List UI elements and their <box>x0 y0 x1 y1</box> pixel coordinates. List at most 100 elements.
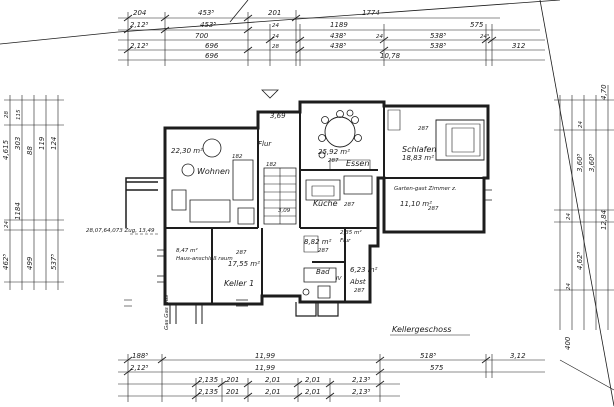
label-top-area: 3,69 <box>270 112 286 120</box>
dim-right-1: 4,70 <box>600 84 608 100</box>
dim-top-r3-4: 24 <box>376 34 383 40</box>
dim-top-r2-4: 1189 <box>330 21 348 29</box>
label-essen: Essen <box>346 159 369 168</box>
label-kueche: Küche <box>313 199 338 208</box>
light-wells <box>169 302 339 324</box>
code-essen: 287 <box>328 158 339 164</box>
dim-top-r1-2: 453⁵ <box>198 9 214 17</box>
area-keller1: 17,55 m² <box>228 260 260 268</box>
top-dimension-chains: 204 453⁵ 201 1774 2,12⁵ 453⁵ 24 1189 575… <box>118 9 545 66</box>
dim-right-3: 3,60⁵ <box>576 153 584 172</box>
area-wintergarten: 11,10 m² <box>400 200 432 208</box>
code-schlafen: 287 <box>418 126 429 132</box>
dim-top-r3-2: 24 <box>272 34 279 40</box>
dim-bot-r4-2: 201 <box>226 388 239 396</box>
dim-top-r4-1: 2,12⁵ <box>130 42 149 50</box>
dim-bot-r1-4: 3,12 <box>510 352 526 360</box>
extra-flur-bottom: 2,35 m² <box>340 229 362 236</box>
dim-left-4: 119 <box>38 136 46 150</box>
dim-top-r1-3: 201 <box>268 9 281 17</box>
area-schlafen: 18,83 m² <box>402 154 434 162</box>
dim-left-3: 88 <box>26 146 34 155</box>
dim-bot-r2-2: 11,99 <box>255 352 276 360</box>
dim-bot-r1-1: 188⁵ <box>132 352 148 360</box>
dim-left-10: 462⁵ <box>2 254 10 270</box>
area-wohnen: 22,30 m² <box>171 147 203 155</box>
dim-top-r2-1: 2,12⁵ <box>130 21 149 29</box>
code-flur-bottom: 287 <box>318 248 329 254</box>
label-keller1: Keller 1 <box>224 279 254 288</box>
label-hausanschluss: Haus-anschluß raum <box>176 256 233 262</box>
code-wohnen: 182 <box>232 154 243 160</box>
label-wintergarten: Garten-gast Zimmer z. <box>394 186 457 192</box>
dim-top-r3-6: 24⁵ <box>480 33 489 40</box>
note-bottom: Gas Gas Gas <box>164 295 170 330</box>
right-dimension-chains: 4,70 24 3,60⁵ 3,60⁵ 4,62⁵ 24 12,84 24 40… <box>554 84 614 350</box>
dim-bot-r2-3: 575 <box>430 364 444 372</box>
bottom-dimension-chains: 188⁵ 11,99 518⁵ 3,12 2,12⁵ 11,99 575 2,1… <box>118 352 545 402</box>
dim-top-r3-5: 538⁵ <box>430 32 446 40</box>
dim-top-r3-7: 312 <box>512 42 526 50</box>
dim-left-12: 537⁵ <box>50 254 58 270</box>
dim-left-2: 303 <box>14 137 22 150</box>
dim-top-r5-1: 696 <box>205 52 219 60</box>
code-abst: 287 <box>354 288 365 294</box>
code-keller1: 287 <box>236 250 247 256</box>
dim-bot-r3-3: 2,01 <box>265 376 281 384</box>
dim-top-r2-5: 575 <box>470 21 484 29</box>
dim-top-r3-1: 700 <box>195 32 209 40</box>
dim-bot-r1-2: 11,99 <box>255 364 276 372</box>
staircase <box>263 167 297 225</box>
dim-left-7: 115 <box>16 109 22 120</box>
code-bad: IV <box>336 276 343 282</box>
furniture-schlafen <box>387 109 485 161</box>
dim-bot-r4-3: 2,01 <box>265 388 281 396</box>
furniture-bad <box>302 235 337 299</box>
dim-bot-r4-4: 2,01 <box>305 388 321 396</box>
plan-title: Kellergeschoss <box>392 325 451 334</box>
area-essen: 25,92 m² <box>318 148 350 156</box>
dim-right-7: 12,84 <box>600 210 608 230</box>
left-dimension-chains: 4,615 303 88 119 124 28 115 24 1184 462⁵… <box>2 95 64 290</box>
furniture-essen <box>318 109 362 159</box>
label-bad: Bad <box>316 268 330 276</box>
dim-bot-r4-5: 2,13⁵ <box>352 388 371 396</box>
code-wintergarten: 287 <box>428 206 439 212</box>
dim-bot-r1-3: 518⁵ <box>420 352 436 360</box>
area-hausanschluss: 8,47 m² <box>176 247 198 254</box>
dim-left-5: 124 <box>50 137 58 150</box>
dim-right-4: 3,60⁵ <box>588 153 596 172</box>
dim-right-2: 24 <box>578 121 584 128</box>
dim-left-1: 4,615 <box>2 139 10 160</box>
label-flur-top: Flur <box>258 140 272 148</box>
window-markers <box>157 89 492 307</box>
building-walls <box>125 100 490 306</box>
dim-top-r1-4: 1774 <box>362 9 380 17</box>
dim-top-r4-4: 438⁵ <box>330 42 346 50</box>
dim-bot-r3-5: 2,13⁵ <box>352 376 371 384</box>
label-schlafen: Schlafen <box>402 145 436 154</box>
drawing-title: Kellergeschoss <box>390 325 470 336</box>
dim-bot-r3-1: 2,135 <box>198 376 219 384</box>
dim-top-r2-3: 24 <box>272 23 279 29</box>
dim-top-r2-2: 453⁵ <box>200 21 216 29</box>
dim-right-5: 4,62⁵ <box>576 251 584 270</box>
dim-right-9: 400 <box>564 336 572 350</box>
dim-bot-r3-2: 201 <box>226 376 239 384</box>
dim-right-6: 24 <box>566 213 572 220</box>
dim-top-r4-2: 696 <box>205 42 219 50</box>
dim-bot-r2-1: 2,12⁵ <box>130 364 149 372</box>
dim-left-9: 1184 <box>14 202 22 220</box>
label-wohnen: Wohnen <box>197 167 230 176</box>
dim-bot-r3-4: 2,01 <box>305 376 321 384</box>
furniture-wohnen <box>171 138 255 225</box>
dim-top-r3-3: 438⁵ <box>330 32 346 40</box>
dim-top-r1-1: 204 <box>133 9 146 17</box>
dim-top-r4-5: 538⁵ <box>430 42 446 50</box>
dim-top-r5-2: 10,78 <box>380 52 401 60</box>
label-abst: Abst <box>349 278 366 286</box>
area-flur-bottom: 8,82 m² <box>304 238 332 246</box>
room-labels: 22,30 m² Wohnen 182 25,92 m² Essen 287 S… <box>86 112 457 330</box>
dim-left-11: 499 <box>26 256 34 270</box>
